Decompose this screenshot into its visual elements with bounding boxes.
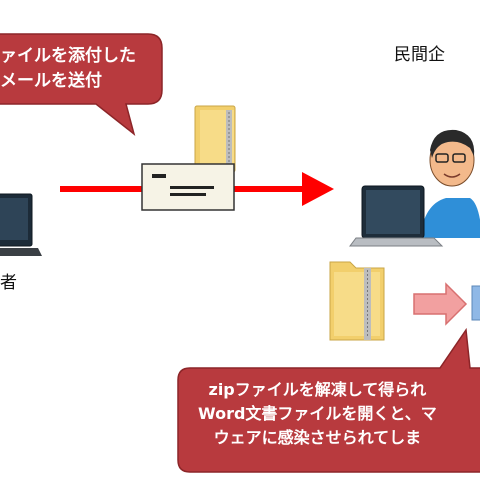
extracted-folder-icon xyxy=(329,261,385,341)
bottom-bubble-text: zipファイルを解凍して得られ Word文書ファイルを開くと、マ ウェアに感染さ… xyxy=(198,378,437,450)
bottom-bubble-line-1: zipファイルを解凍して得られ xyxy=(208,380,427,399)
zip-folder-icon xyxy=(194,105,236,173)
top-bubble-line-2: メールを送付 xyxy=(0,70,102,91)
employee-person-icon xyxy=(420,129,480,238)
bottom-bubble-line-2: Word文書ファイルを開くと、マ xyxy=(198,404,437,423)
company-label: 民間企 xyxy=(394,45,445,65)
word-document-icon xyxy=(471,285,480,321)
bottom-bubble-line-3: ウェアに感染させられてしま xyxy=(213,428,422,447)
sender-laptop-icon xyxy=(0,193,42,256)
employee-laptop-icon xyxy=(349,185,444,247)
bottom-speech-bubble xyxy=(177,327,480,473)
email-envelope-icon xyxy=(141,163,235,211)
open-file-arrow xyxy=(413,282,468,326)
sender-label: 者 xyxy=(0,273,17,293)
top-speech-bubble xyxy=(0,33,163,136)
top-bubble-line-1: ァイルを添付した xyxy=(0,46,136,66)
top-bubble-text: ァイルを添付した メールを送付 xyxy=(0,44,136,93)
